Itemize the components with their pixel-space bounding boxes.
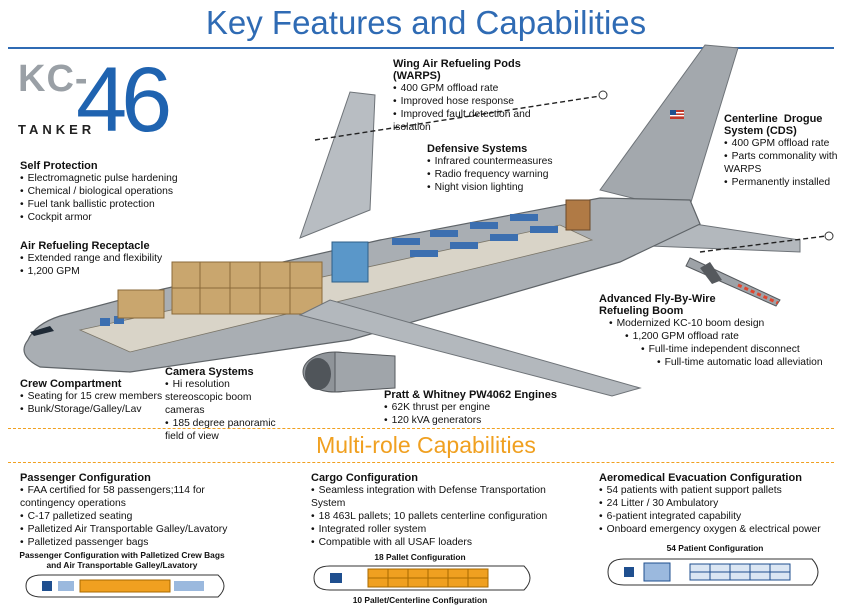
kc46-cutaway-illustration bbox=[23, 44, 834, 397]
logo-number: 46 bbox=[76, 49, 172, 151]
engines-heading: Pratt & Whitney PW4062 Engines bbox=[384, 389, 557, 401]
cargo-diagram-caption-bottom: 10 Pallet/Centerline Configuration bbox=[352, 595, 488, 605]
list-item: Hi resolution stereoscopic boom cameras bbox=[165, 378, 280, 417]
aeromed-config-section: Aeromedical Evacuation Configuration 54 … bbox=[599, 472, 844, 536]
list-item: Full-time independent disconnect bbox=[599, 343, 823, 356]
logo-prefix: KC- bbox=[18, 58, 89, 100]
crew-heading: Crew Compartment bbox=[20, 378, 122, 390]
cargo-diagram-caption-top: 18 Pallet Configuration bbox=[374, 552, 466, 562]
engine-intake bbox=[305, 358, 331, 390]
passenger-diagram-caption: Passenger Configuration with Palletized … bbox=[19, 550, 225, 570]
list-item: Palletized Air Transportable Galley/Lava… bbox=[20, 523, 260, 536]
list-item: Bunk/Storage/Galley/Lav bbox=[20, 403, 162, 416]
list-item: 18 463L pallets; 10 pallets centerline c… bbox=[311, 510, 579, 523]
warps-heading: Wing Air Refueling Pods (WARPS) bbox=[393, 58, 521, 82]
list-item: Parts commonality with WARPS bbox=[724, 150, 844, 176]
us-flag-icon bbox=[670, 110, 684, 119]
boom-heading-1: Advanced Fly-By-Wire bbox=[599, 293, 716, 305]
aeromed-heading: Aeromedical Evacuation Configuration bbox=[599, 472, 802, 484]
camera-systems-callout: Camera Systems Hi resolution stereoscopi… bbox=[165, 366, 280, 443]
list-item: Infrared countermeasures bbox=[427, 155, 553, 168]
cds-heading-2: System (CDS) bbox=[724, 125, 797, 137]
cargo-heading: Cargo Configuration bbox=[311, 472, 418, 484]
list-item: Modernized KC-10 boom design bbox=[599, 317, 823, 330]
cargo-config-section: Cargo Configuration Seamless integration… bbox=[311, 472, 579, 549]
self-protection-heading: Self Protection bbox=[20, 160, 98, 172]
list-item: Seating for 15 crew members bbox=[20, 390, 163, 403]
list-item: Onboard emergency oxygen & electrical po… bbox=[599, 523, 844, 536]
cabin-cutaway bbox=[78, 224, 594, 353]
defensive-heading: Defensive Systems bbox=[427, 143, 528, 155]
crew-compartment-callout: Crew Compartment Seating for 15 crew mem… bbox=[20, 378, 162, 416]
list-item: Radio frequency warning bbox=[427, 168, 553, 181]
tail-fin bbox=[599, 44, 739, 213]
aeromed-diagram-caption: 54 Patient Configuration bbox=[666, 543, 764, 553]
lower-wing bbox=[298, 299, 642, 397]
list-item: Improved fault detection and isolation bbox=[393, 108, 568, 134]
list-item: Fuel tank ballistic protection bbox=[20, 198, 178, 211]
engines-callout: Pratt & Whitney PW4062 Engines 62K thrus… bbox=[384, 389, 557, 427]
list-item: Night vision lighting bbox=[427, 181, 553, 194]
multirole-divider-top bbox=[8, 428, 834, 429]
list-item: 1,200 GPM offload rate bbox=[599, 330, 823, 343]
list-item: Improved hose response bbox=[393, 95, 568, 108]
cargo-cabin-diagram bbox=[313, 565, 531, 591]
blue-container bbox=[331, 241, 369, 283]
list-item: Compatible with all USAF loaders bbox=[311, 536, 579, 549]
cargo-pallets bbox=[171, 261, 323, 315]
list-item: Seamless integration with Defense Transp… bbox=[311, 484, 579, 510]
list-item: FAA certified for 58 passengers;114 for … bbox=[20, 484, 260, 510]
aft-galley bbox=[565, 199, 591, 231]
receptacle-callout: Air Refueling Receptacle Extended range … bbox=[20, 240, 162, 278]
warps-callout: Wing Air Refueling Pods (WARPS) 400 GPM … bbox=[393, 58, 568, 134]
aeromed-cabin-diagram bbox=[607, 558, 819, 586]
list-item: 400 GPM offload rate bbox=[724, 137, 844, 150]
camera-heading: Camera Systems bbox=[165, 366, 254, 378]
list-item: 185 degree panoramic field of view bbox=[165, 417, 280, 443]
cds-heading-1: Centerline Drogue bbox=[724, 113, 823, 125]
list-item: 24 Litter / 30 Ambulatory bbox=[599, 497, 844, 510]
list-item: 54 patients with patient support pallets bbox=[599, 484, 844, 497]
passenger-cabin-diagram bbox=[25, 574, 225, 598]
crew-bunk bbox=[117, 289, 165, 319]
multirole-title: Multi-role Capabilities bbox=[316, 432, 536, 458]
boom-heading-2: Refueling Boom bbox=[599, 305, 684, 317]
list-item: Integrated roller system bbox=[311, 523, 579, 536]
list-item: 6-patient integrated capability bbox=[599, 510, 844, 523]
cds-hose bbox=[699, 235, 827, 253]
list-item: Permanently installed bbox=[724, 176, 844, 189]
logo-tagline: TANKER bbox=[18, 122, 96, 137]
title-divider bbox=[8, 47, 834, 49]
cockpit-windows bbox=[30, 326, 54, 336]
boom-callout: Advanced Fly-By-Wire Refueling Boom Mode… bbox=[599, 293, 823, 369]
passenger-seats bbox=[100, 214, 558, 326]
engine-nacelle bbox=[334, 351, 396, 393]
receptacle-heading: Air Refueling Receptacle bbox=[20, 240, 150, 252]
list-item: C-17 palletized seating bbox=[20, 510, 260, 523]
list-item: Full-time automatic load alleviation bbox=[599, 356, 823, 369]
list-item: Palletized passenger bags bbox=[20, 536, 260, 549]
list-item: 1,200 GPM bbox=[20, 265, 162, 278]
list-item: 62K thrust per engine bbox=[384, 401, 557, 414]
page-title: Key Features and Capabilities bbox=[205, 4, 647, 41]
passenger-heading: Passenger Configuration bbox=[20, 472, 151, 484]
list-item: 400 GPM offload rate bbox=[393, 82, 568, 95]
multirole-divider-bottom bbox=[8, 462, 834, 463]
list-item: Electromagnetic pulse hardening bbox=[20, 172, 178, 185]
list-item: Extended range and flexibility bbox=[20, 252, 163, 265]
passenger-config-section: Passenger Configuration FAA certified fo… bbox=[20, 472, 260, 549]
upper-wing bbox=[299, 91, 376, 239]
self-protection-callout: Self Protection Electromagnetic pulse ha… bbox=[20, 160, 178, 224]
list-item: 120 kVA generators bbox=[384, 414, 557, 427]
list-item: Chemical / biological operations bbox=[20, 185, 178, 198]
cds-callout: Centerline Drogue System (CDS) 400 GPM o… bbox=[724, 113, 844, 189]
list-item: Cockpit armor bbox=[20, 211, 178, 224]
defensive-systems-callout: Defensive Systems Infrared countermeasur… bbox=[427, 143, 553, 194]
